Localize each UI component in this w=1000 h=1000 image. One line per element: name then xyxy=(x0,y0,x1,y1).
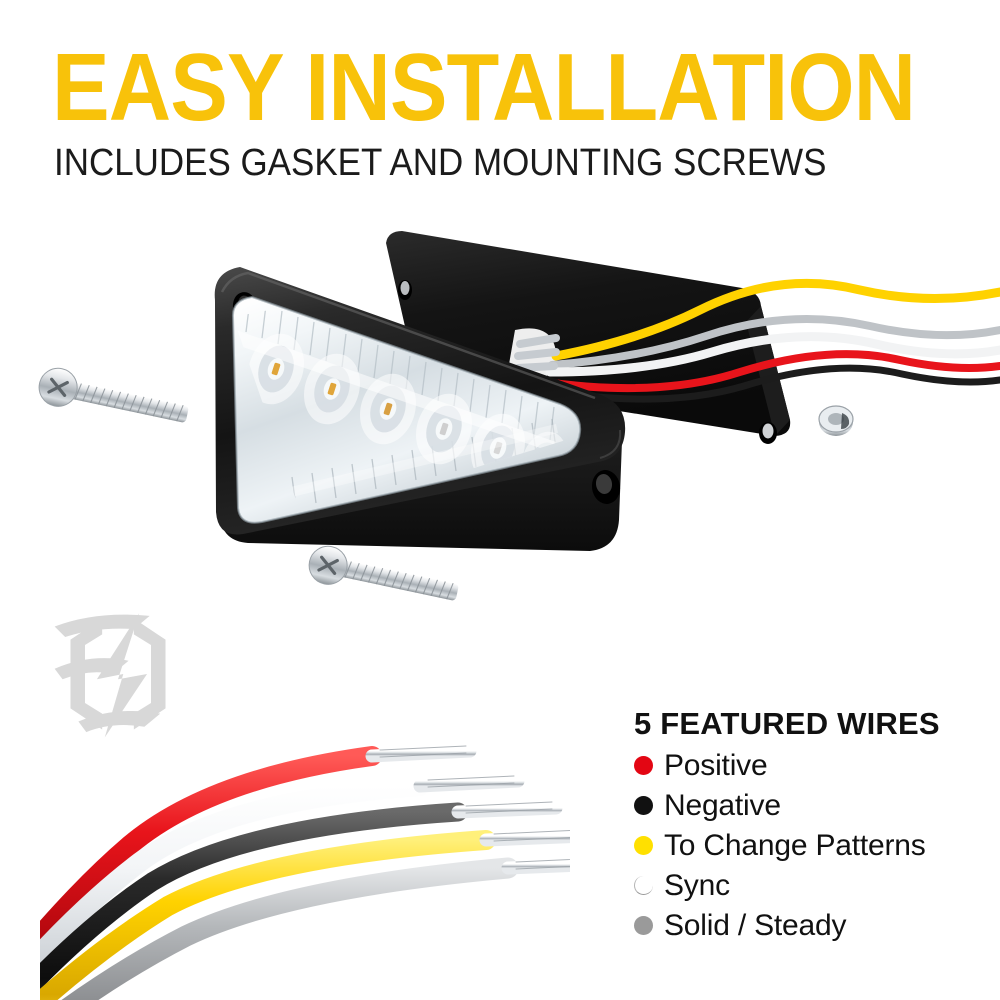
legend-label-change-patterns: To Change Patterns xyxy=(664,828,926,862)
legend-item-positive: Positive xyxy=(634,746,974,786)
legend-item-solid-steady: Solid / Steady xyxy=(634,906,974,946)
page-subheadline: INCLUDES GASKET AND MOUNTING SCREWS xyxy=(54,142,827,184)
wire-bundle xyxy=(40,744,570,1000)
legend-dot-solid-steady xyxy=(634,916,653,936)
legend-label-positive: Positive xyxy=(664,748,768,782)
led-lens xyxy=(231,295,582,524)
page-headline: EASY INSTALLATION xyxy=(52,34,916,141)
legend-label-solid-steady: Solid / Steady xyxy=(664,908,847,942)
legend-title: 5 FEATURED WIRES xyxy=(634,706,940,741)
legend-item-change-patterns: To Change Patterns xyxy=(634,826,974,866)
harness-wires xyxy=(514,278,1000,403)
legend-label-negative: Negative xyxy=(664,788,781,822)
wire-legend: 5 FEATURED WIRES Positive Negative To Ch… xyxy=(634,706,974,946)
legend-label-sync: Sync xyxy=(664,868,730,902)
legend-dot-negative xyxy=(634,796,653,816)
mounting-nut xyxy=(818,405,854,436)
legend-item-negative: Negative xyxy=(634,786,974,826)
legend-dot-change-patterns xyxy=(634,836,653,856)
brand-watermark-logo xyxy=(54,613,166,738)
legend-item-sync: Sync xyxy=(634,866,974,906)
mounting-screw-lower-center xyxy=(308,545,459,601)
mounting-screw-upper-left xyxy=(38,367,189,423)
legend-dot-positive xyxy=(634,756,653,776)
legend-dot-sync xyxy=(634,876,653,896)
